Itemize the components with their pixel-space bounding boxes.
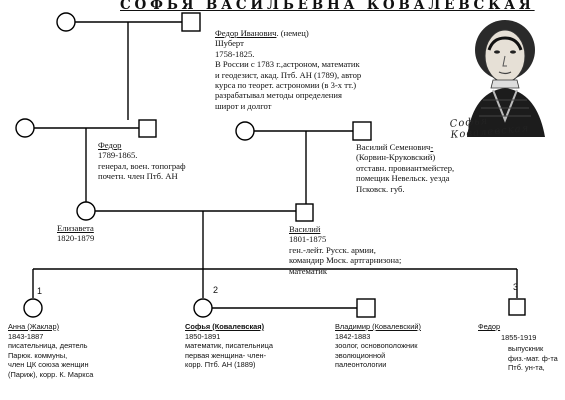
person-line: писательница, деятель <box>8 341 88 351</box>
person-line: ген.-лейт. Русск. армии, <box>289 244 376 255</box>
person-line: физ.-мат. ф-та <box>508 353 558 363</box>
person-line: Шуберт <box>215 38 244 49</box>
person-elizaveta: Елизавета 1820-1879 <box>57 223 94 244</box>
person-line: выпускник <box>508 344 544 353</box>
page-title: СОФЬЯ ВАСИЛЬЕВНА КОВАЛЕВСКАЯ <box>120 0 535 13</box>
person-line: генерал, воен. топограф <box>98 160 186 171</box>
female-symbol-schubert-wife <box>56 12 76 32</box>
person-line: корр. Птб. АН (1889) <box>185 360 256 370</box>
person-line: 1801-1875 <box>289 234 327 245</box>
person-line: почетн. член Птб. АН <box>98 171 178 182</box>
person-name-suffix: . (немец) <box>276 28 309 38</box>
person-name: Василий <box>289 224 321 234</box>
portrait-image <box>467 20 545 137</box>
female-symbol-elizaveta <box>76 201 96 221</box>
person-line: 1820-1879 <box>57 233 95 244</box>
person-line: 1843-1887 <box>8 331 44 341</box>
person-line: математик <box>289 265 328 276</box>
person-line: 1758-1825. <box>215 48 255 59</box>
female-symbol-vasily-semenovich-wife <box>235 121 255 141</box>
person-line: помещик Невельск. уезда <box>356 173 450 184</box>
person-fyodor-young-details: 1855-1919 <box>501 333 536 343</box>
person-line: палеонтологии <box>335 360 387 370</box>
person-line: (Корвин-Круковский) <box>356 152 436 163</box>
male-symbol-fyodor <box>138 119 157 138</box>
person-name: Федор <box>478 322 501 331</box>
person-fyodor-young-lines: выпускник физ.-мат. ф-та Птб. ун-та, <box>508 344 558 373</box>
female-symbol-fyodor-wife <box>15 118 35 138</box>
person-line: зоолог, основоположник <box>335 341 418 351</box>
child-number-2: 2 <box>213 285 219 295</box>
person-name: Федор <box>98 140 122 150</box>
child-number-3: 3 <box>513 282 519 292</box>
person-line: широт и долгот <box>215 100 272 111</box>
person-line: курса по теорет. астрономии (в 3-х тт.) <box>215 80 357 91</box>
child-number-1: 1 <box>37 286 43 296</box>
person-line: 1789-1865. <box>98 150 138 161</box>
person-name-suffix: - <box>430 142 434 152</box>
person-line: (Париж), корр. К. Маркса <box>8 369 94 379</box>
person-fyodor-schubert: Федор Иванович. (немец) Шуберт 1758-1825… <box>215 28 361 111</box>
person-line: и геодезист, акад. Птб. АН (1789), автор <box>215 69 362 80</box>
person-vasily: Василий 1801-1875 ген.-лейт. Русск. арми… <box>289 224 401 276</box>
person-name: Василий Семенович <box>356 142 431 152</box>
person-vladimir: Владимир (Ковалевский) 1842-1883 зоолог,… <box>335 322 421 370</box>
person-line: В России с 1783 г.,астроном, математик <box>215 59 360 70</box>
male-symbol-fyodor-schubert <box>181 12 201 32</box>
person-fyodor-young: Федор <box>478 322 500 332</box>
person-name: Владимир (Ковалевский) <box>335 322 421 331</box>
person-line: 1850-1891 <box>185 331 221 341</box>
person-line: командир Моск. артгарнизона; <box>289 255 402 266</box>
person-line: математик, писательница <box>185 341 273 351</box>
person-line: Птб. ун-та, <box>508 363 545 373</box>
person-line: отставн. провиантмейстер, <box>356 162 455 173</box>
male-symbol-vasily-semenovich <box>352 121 372 141</box>
person-name: Елизавета <box>57 223 94 233</box>
person-name: Софья (Ковалевская) <box>185 322 265 331</box>
person-sofya: Софья (Ковалевская) 1850-1891 математик,… <box>185 322 273 370</box>
male-symbol-vladimir <box>356 298 376 318</box>
person-name: Анна (Жаклар) <box>8 322 60 331</box>
person-line: 1842-1883 <box>335 331 371 341</box>
male-symbol-fyodor-young <box>508 298 526 316</box>
person-fyodor: Федор 1789-1865. генерал, воен. топограф… <box>98 140 186 182</box>
person-line: разрабатывал методы определения <box>215 90 342 101</box>
person-name: Федор Иванович <box>215 28 277 38</box>
person-dates: 1855-1919 <box>501 333 537 342</box>
person-line: член ЦК союза женщин <box>8 360 89 370</box>
male-symbol-vasily <box>295 203 314 222</box>
person-line: первая женщина- член- <box>185 350 267 360</box>
person-line: Псковск. губ. <box>356 183 405 194</box>
female-symbol-sofya <box>193 298 213 318</box>
person-anna: Анна (Жаклар) 1843-1887 писательница, де… <box>8 322 93 380</box>
female-symbol-anna <box>23 298 43 318</box>
person-line: Парюк. коммуны, <box>8 350 68 360</box>
person-vasily-semenovich: Василий Семенович- (Корвин-Круковский) о… <box>356 142 454 194</box>
person-line: эволюционной <box>335 350 386 360</box>
